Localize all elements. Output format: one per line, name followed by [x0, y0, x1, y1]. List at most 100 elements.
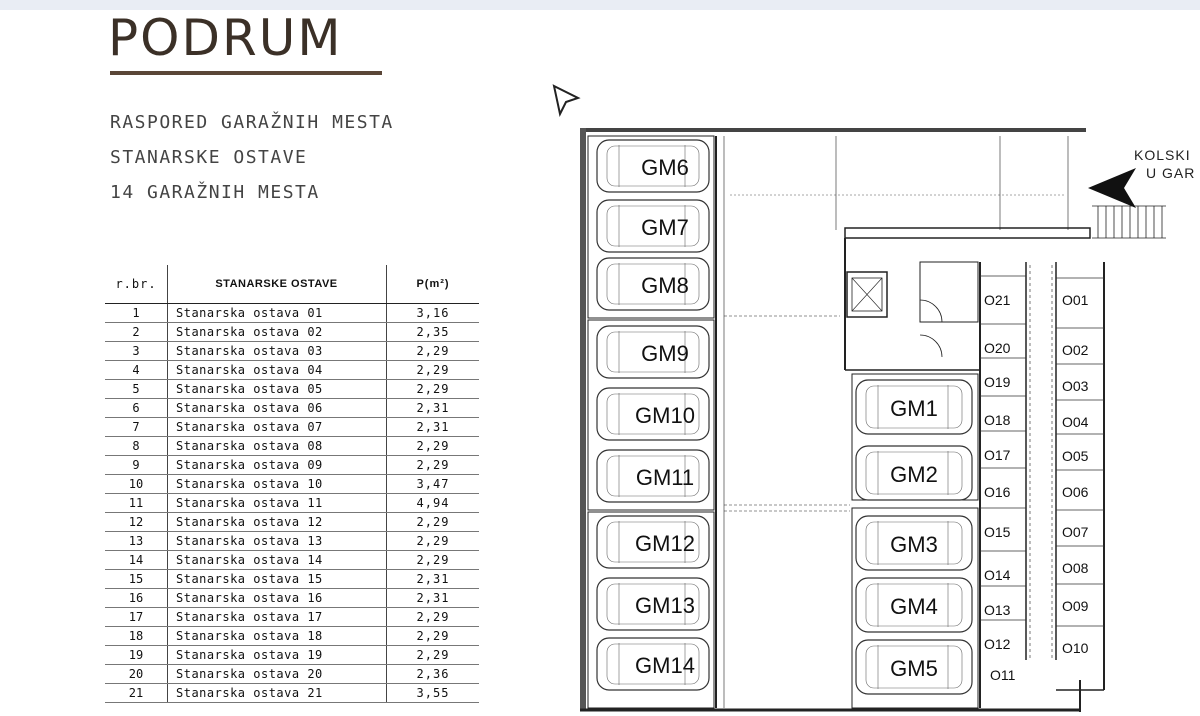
row-number: 9 [105, 455, 168, 475]
row-number: 18 [105, 626, 168, 646]
storage-label-o18: O18 [984, 412, 1011, 428]
subtitle-line-3: 14 GARAŽNIH MESTA [110, 182, 320, 203]
parking-space-gm5-label: GM5 [890, 656, 938, 681]
parking-space-gm5-car-outline [855, 639, 973, 695]
storage-label-o07: O07 [1062, 524, 1089, 540]
storage-label-o02: O02 [1062, 342, 1089, 358]
parking-space-gm6-label: GM6 [641, 155, 689, 180]
row-number: 4 [105, 360, 168, 380]
col-header-name: STANARSKE OSTAVE [167, 265, 387, 304]
parking-space-gm9-label: GM9 [641, 341, 689, 366]
storage-label-o10: O10 [1062, 640, 1089, 656]
row-number: 15 [105, 569, 168, 589]
storage-label-o01: O01 [1062, 292, 1089, 308]
parking-space-gm4-label: GM4 [890, 594, 938, 619]
storage-label-o05: O05 [1062, 448, 1089, 464]
row-name: Stanarska ostava 05 [167, 379, 387, 399]
row-area: 2,29 [386, 360, 479, 380]
row-number: 8 [105, 436, 168, 456]
storage-label-o03: O03 [1062, 378, 1089, 394]
row-name: Stanarska ostava 20 [167, 664, 387, 684]
row-number: 7 [105, 417, 168, 437]
row-name: Stanarska ostava 08 [167, 436, 387, 456]
parking-space-gm12-label: GM12 [635, 531, 695, 556]
row-area: 2,31 [386, 398, 479, 418]
table-header-row: r.br. STANARSKE OSTAVE P(m²) [105, 265, 479, 304]
row-name: Stanarska ostava 04 [167, 360, 387, 380]
parking-space-gm4-car-body [865, 583, 963, 627]
row-number: 12 [105, 512, 168, 532]
storage-label-o17: O17 [984, 447, 1011, 463]
parking-space-gm13-label: GM13 [635, 593, 695, 618]
parking-space-gm11-label: GM11 [636, 465, 694, 490]
storage-label-o13: O13 [984, 602, 1011, 618]
row-number: 11 [105, 493, 168, 513]
parking-space-gm2-label: GM2 [890, 462, 938, 487]
parking-space-gm8-car-outline [596, 257, 710, 311]
row-name: Stanarska ostava 07 [167, 417, 387, 437]
parking-space-gm12-car-body [606, 521, 700, 563]
row-name: Stanarska ostava 10 [167, 474, 387, 494]
row-area: 2,31 [386, 569, 479, 589]
parking-space-gm9-car-body [606, 331, 700, 373]
row-name: Stanarska ostava 09 [167, 455, 387, 475]
parking-space-gm2-car-body [865, 451, 963, 495]
entrance-label-line-1: KOLSKI [1134, 147, 1191, 163]
parking-space-gm7-car-outline [596, 199, 710, 253]
row-name: Stanarska ostava 01 [167, 303, 387, 323]
row-number: 2 [105, 322, 168, 342]
entrance-label-line-2: U GAR [1146, 165, 1195, 181]
row-number: 10 [105, 474, 168, 494]
row-area: 2,29 [386, 550, 479, 570]
parking-space-gm13-car-body [606, 583, 700, 625]
storage-label-o21: O21 [984, 292, 1011, 308]
storage-label-o15: O15 [984, 524, 1011, 540]
parking-space-gm10-car-outline [596, 387, 710, 441]
row-area: 2,29 [386, 455, 479, 475]
row-name: Stanarska ostava 19 [167, 645, 387, 665]
parking-space-gm11-car-outline [596, 449, 710, 503]
row-name: Stanarska ostava 14 [167, 550, 387, 570]
storage-label-o08: O08 [1062, 560, 1089, 576]
parking-space-gm6-car-outline [596, 139, 710, 193]
storage-label-o14: O14 [984, 567, 1011, 583]
entrance-arrow-icon [1088, 168, 1136, 208]
parking-space-gm9-car-outline [596, 325, 710, 379]
col-header-area: P(m²) [386, 265, 479, 304]
row-number: 6 [105, 398, 168, 418]
row-name: Stanarska ostava 02 [167, 322, 387, 342]
top-bar [0, 0, 1200, 10]
parking-space-gm1-car-outline [855, 379, 973, 435]
storage-label-o12: O12 [984, 636, 1011, 652]
storage-label-o16: O16 [984, 484, 1011, 500]
parking-space-gm14-car-body [606, 643, 700, 685]
row-name: Stanarska ostava 06 [167, 398, 387, 418]
row-number: 1 [105, 303, 168, 323]
storage-label-o20: O20 [984, 340, 1011, 356]
row-name: Stanarska ostava 17 [167, 607, 387, 627]
parking-space-gm5-car-body [865, 645, 963, 689]
row-area: 2,29 [386, 379, 479, 399]
subtitle-line-1: RASPORED GARAŽNIH MESTA [110, 112, 394, 133]
parking-space-gm10-label: GM10 [635, 403, 695, 428]
parking-space-gm8-label: GM8 [641, 273, 689, 298]
parking-space-gm3-car-outline [855, 515, 973, 571]
row-area: 2,29 [386, 626, 479, 646]
row-number: 19 [105, 645, 168, 665]
row-area: 2,29 [386, 341, 479, 361]
row-name: Stanarska ostava 03 [167, 341, 387, 361]
